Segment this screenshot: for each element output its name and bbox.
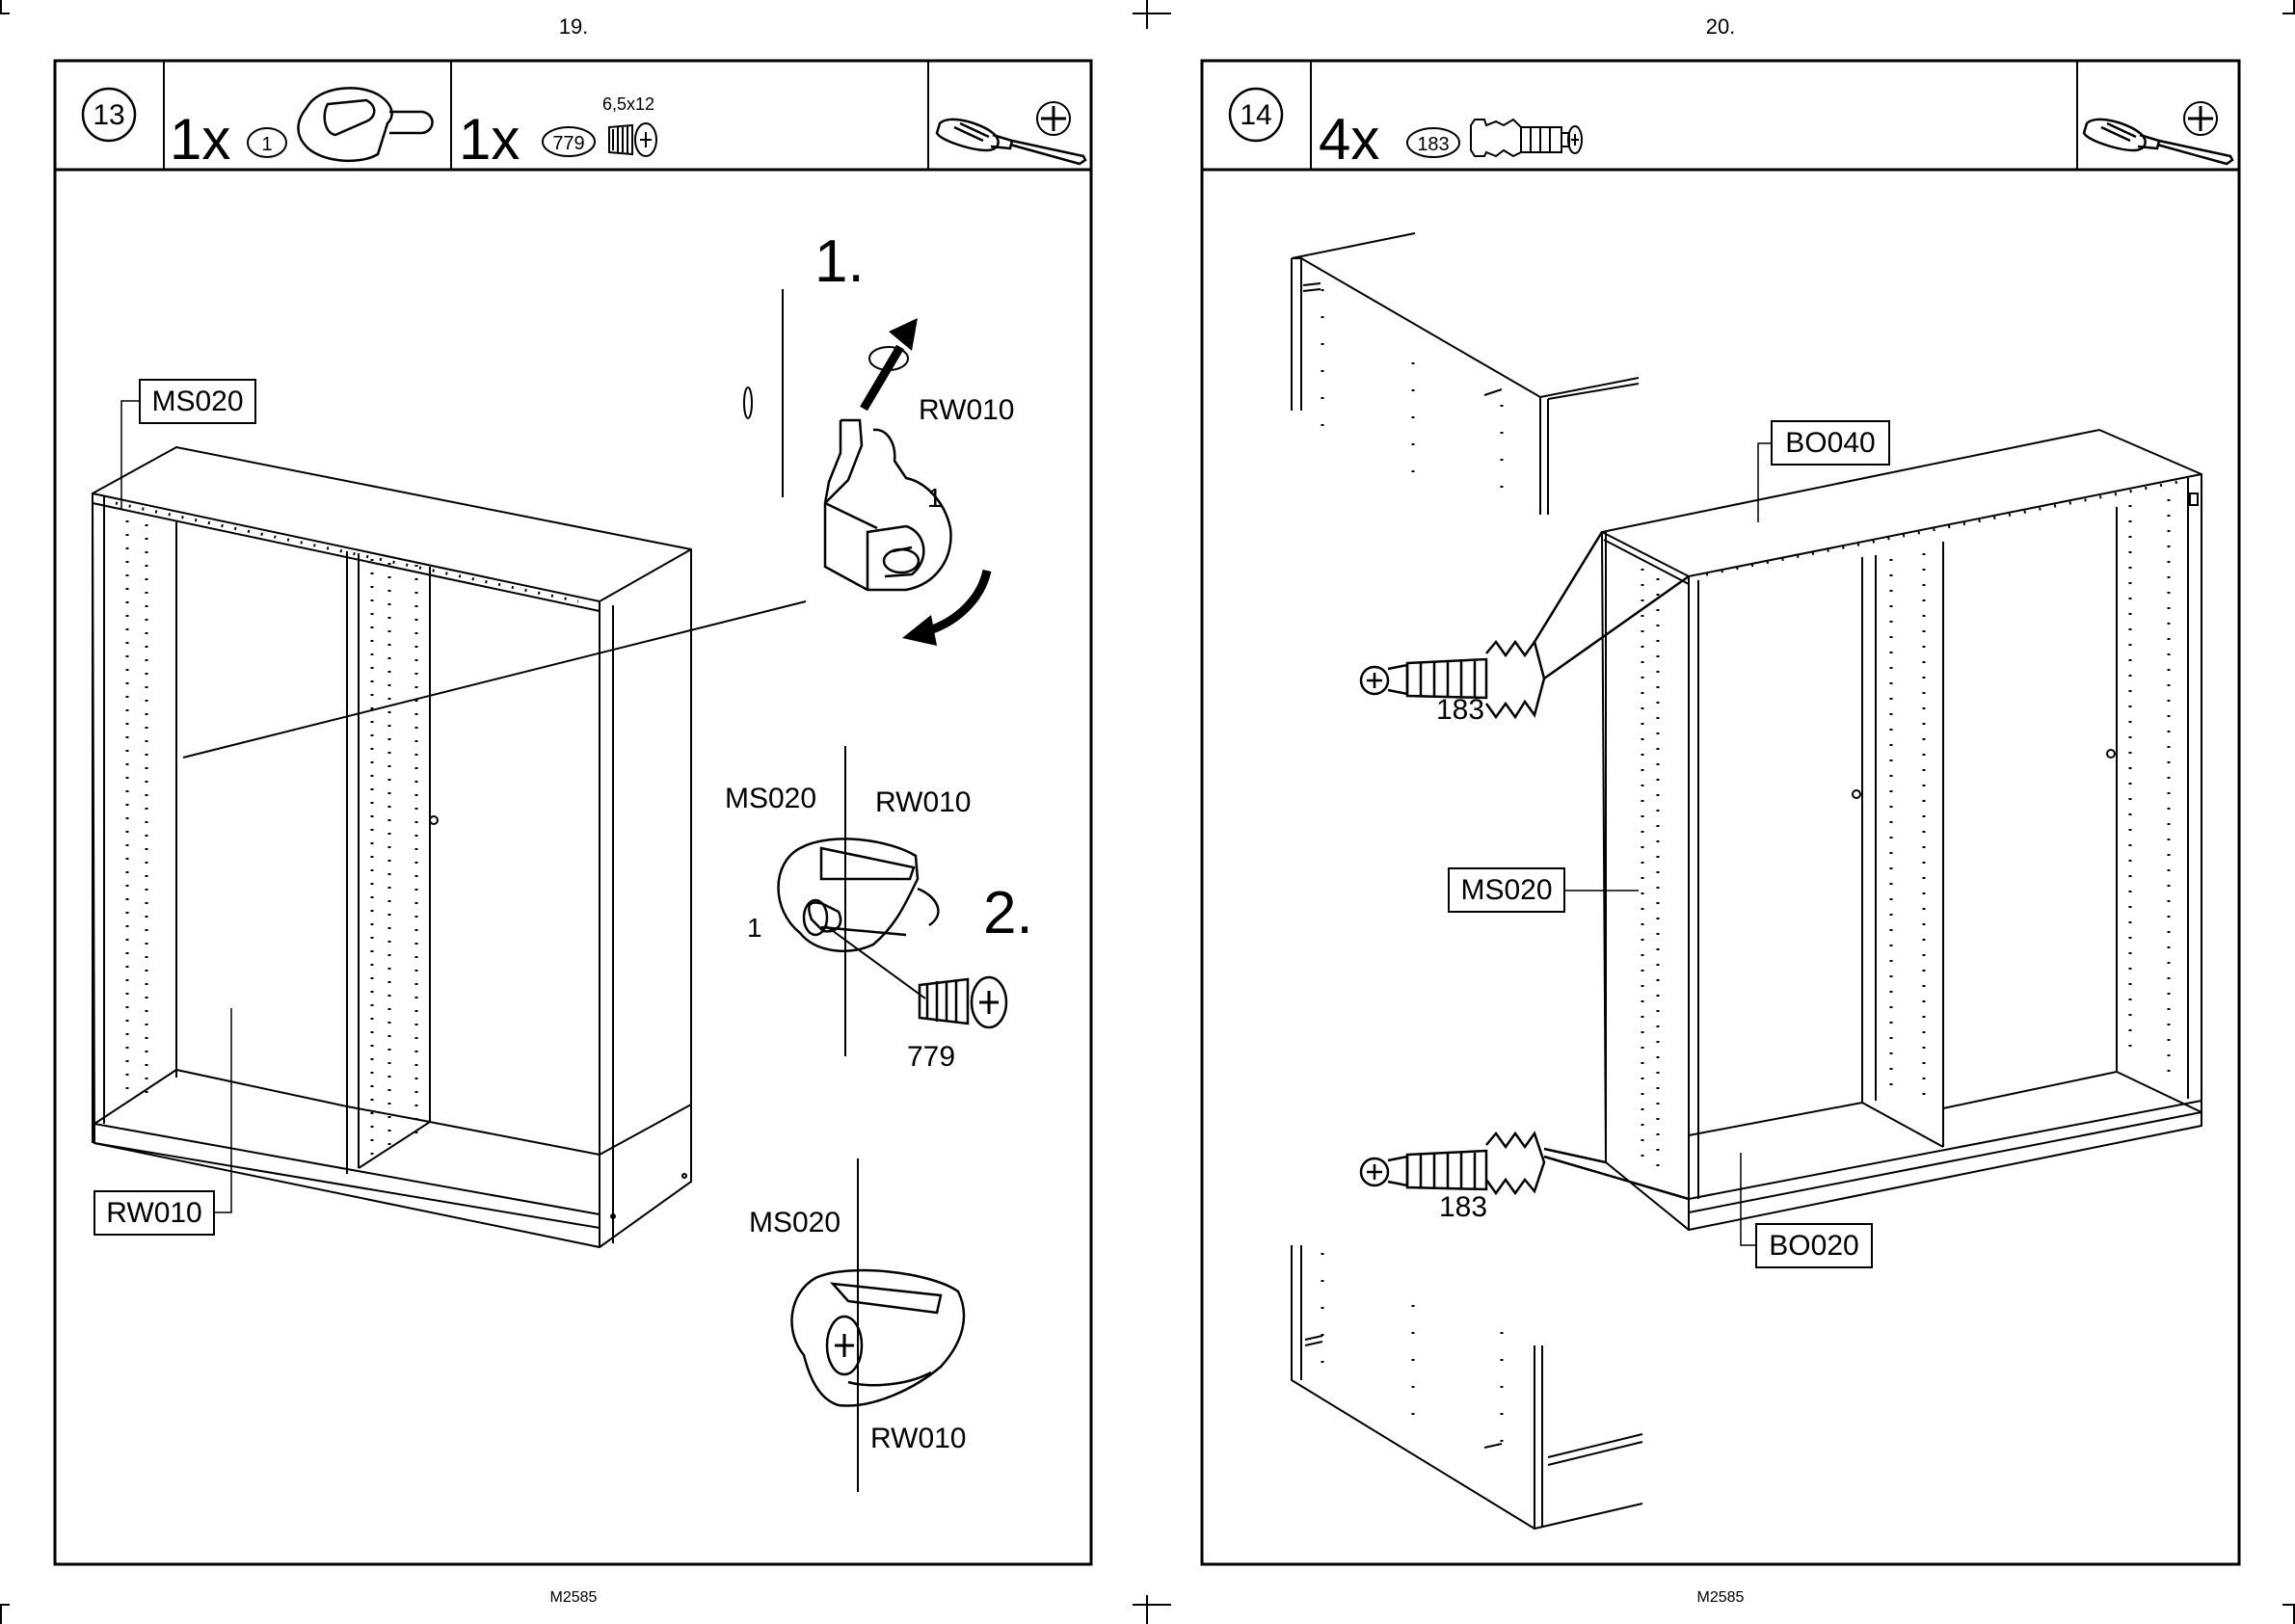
leader-line (183, 601, 806, 758)
phillips-head-icon (1037, 102, 1070, 135)
svg-text:BO040: BO040 (1785, 427, 1875, 459)
part-cell-2: 1x 779 6,5x12 (459, 94, 656, 172)
handle-hole (2107, 750, 2115, 758)
step-number-badge: 14 (1230, 89, 1282, 141)
dowel-label: 183 (1436, 694, 1484, 726)
part-cell-1: 4x 183 (1319, 107, 1582, 172)
step-number-badge: 13 (83, 89, 135, 141)
handle-hole (430, 816, 438, 824)
callout-bo040: BO040 (1758, 421, 1889, 522)
callout-rw010: RW010 (94, 1008, 231, 1235)
footer-code: M2585 (1697, 1589, 1745, 1606)
cam-bracket-drawing (779, 839, 939, 950)
svg-text:1: 1 (927, 483, 943, 513)
screw-size: 6,5x12 (602, 94, 654, 114)
callout-bo020: BO020 (1741, 1153, 1872, 1267)
page-number: 20. (1706, 14, 1736, 39)
detail-step-1: 1. RW010 1 (744, 228, 1015, 646)
footer-code: M2585 (550, 1589, 598, 1606)
dowel-label: 183 (1439, 1191, 1487, 1223)
phillips-head-icon (2184, 102, 2217, 135)
detail-step-3: MS020 RW010 (749, 1158, 967, 1492)
svg-text:MS020: MS020 (725, 783, 816, 814)
svg-text:RW010: RW010 (870, 1423, 967, 1454)
step-number: 13 (93, 99, 124, 131)
svg-text:RW010: RW010 (106, 1197, 202, 1229)
step-label-2: 2. (983, 880, 1033, 946)
shelf-pin-holes (1642, 480, 2188, 1166)
svg-text:RW010: RW010 (919, 394, 1015, 426)
page-frame (1202, 61, 2239, 1564)
step-label-1: 1. (814, 228, 865, 295)
part-cell-1: 1x 1 (170, 88, 433, 172)
tool-cell (2084, 102, 2232, 164)
step-number: 14 (1240, 99, 1271, 131)
dowel-icon (1471, 120, 1582, 156)
dowel-detail-top (1361, 532, 1689, 717)
wardrobe-carcass-illustration (1602, 430, 2202, 1230)
screw-icon (609, 123, 656, 156)
detail-step-2: MS020 RW010 1 2. 779 (725, 746, 1033, 1073)
svg-text:RW010: RW010 (875, 786, 972, 818)
side-panel-bottom-fragment (1292, 1245, 1642, 1529)
screw-drawing (920, 977, 1006, 1027)
tool-cell (937, 102, 1085, 164)
part-quantity: 4x (1319, 107, 1379, 172)
part-quantity: 1x (459, 107, 520, 172)
screwdriver-icon (937, 120, 1085, 164)
handle-hole (1853, 790, 1860, 798)
svg-text:779: 779 (907, 1041, 955, 1073)
wardrobe-carcass-illustration (93, 447, 691, 1247)
part-quantity: 1x (170, 107, 230, 172)
svg-text:BO020: BO020 (1769, 1230, 1858, 1262)
side-panel-top-fragment (1292, 233, 1639, 515)
part-id: 779 (552, 133, 584, 154)
page-19: 19. 13 1x 1 1x 779 6,5x12 (55, 14, 1091, 1606)
part-id: 183 (1417, 134, 1449, 155)
screwdriver-icon (2084, 120, 2232, 164)
svg-text:MS020: MS020 (151, 386, 243, 417)
rotate-arrow-icon (902, 571, 987, 646)
cam-bracket-drawing (792, 1270, 965, 1405)
svg-text:1: 1 (747, 913, 762, 943)
svg-text:MS020: MS020 (749, 1207, 841, 1238)
part-id: 1 (261, 134, 272, 155)
callout-ms020: MS020 (1449, 868, 1639, 912)
page-number: 19. (559, 14, 589, 39)
svg-text:MS020: MS020 (1460, 874, 1552, 906)
callout-ms020: MS020 (121, 380, 255, 509)
cam-bracket-icon (298, 88, 432, 161)
page-20: 20. 14 4x 183 (1202, 14, 2239, 1606)
